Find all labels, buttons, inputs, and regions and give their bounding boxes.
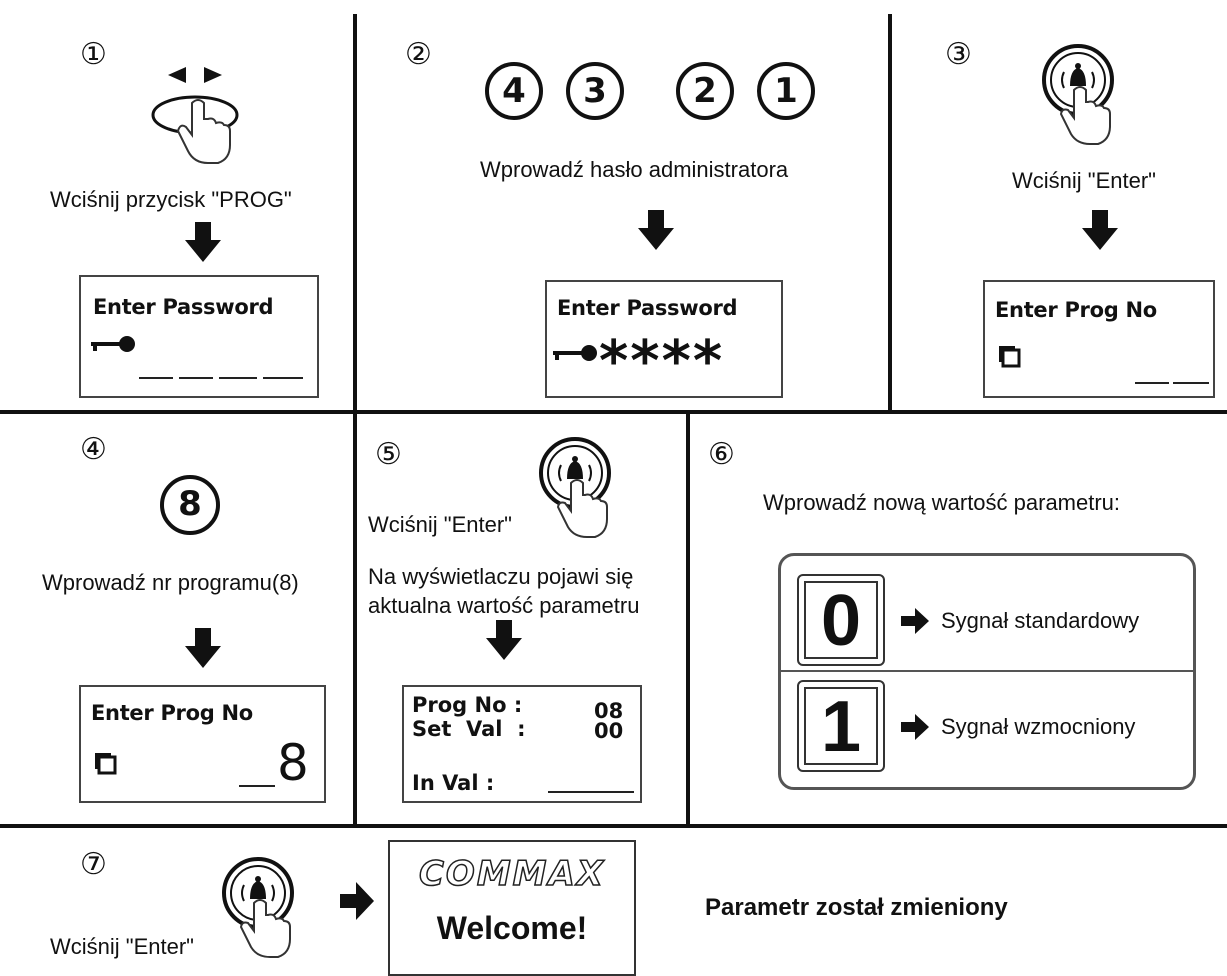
display-row-prog-label: Prog No : bbox=[412, 693, 523, 717]
step-7-caption: Wciśnij "Enter" bbox=[50, 934, 194, 959]
hand-press-icon bbox=[176, 99, 231, 164]
digit-key-1: 1 bbox=[757, 62, 815, 120]
step-5-caption-line1: Na wyświetlaczu pojawi się bbox=[368, 564, 634, 589]
display-title: Enter Prog No bbox=[995, 298, 1157, 322]
digit-key-8: 8 bbox=[160, 475, 220, 535]
step-1-press-graphic bbox=[151, 67, 239, 164]
key-icon bbox=[91, 336, 135, 352]
key-icon bbox=[553, 345, 597, 361]
option-0-label: Sygnał standardowy bbox=[941, 608, 1140, 633]
options-panel: 0 Sygnał standardowy 1 Sygnał wzmocniony bbox=[778, 553, 1196, 790]
step-5-caption: Wciśnij "Enter" bbox=[368, 512, 512, 537]
option-1-label: Sygnał wzmocniony bbox=[941, 714, 1136, 739]
bell-button-icon bbox=[1042, 44, 1114, 145]
step-6-caption: Wprowadź nową wartość parametru: bbox=[763, 490, 1121, 515]
display-row-setval-label: Set Val : bbox=[412, 717, 526, 741]
step-4-number: ④ bbox=[80, 432, 107, 467]
step-1-number: ① bbox=[80, 37, 107, 72]
digit-key-4: 4 bbox=[485, 62, 543, 120]
divider-v1 bbox=[353, 14, 357, 410]
step-3-display: Enter Prog No bbox=[983, 280, 1215, 398]
step-7-number: ⑦ bbox=[80, 847, 107, 882]
step-5-number: ⑤ bbox=[375, 437, 402, 472]
step-2-caption: Wprowadź hasło administratora bbox=[480, 157, 789, 182]
digit-key-2: 2 bbox=[676, 62, 734, 120]
divider-h2 bbox=[0, 824, 1227, 828]
display-title: Enter Password bbox=[93, 295, 274, 319]
display-row-inval-label: In Val : bbox=[412, 771, 495, 795]
step-2-display: Enter Password **** bbox=[545, 280, 783, 398]
arrow-right-icon bbox=[901, 608, 929, 634]
copy-icon bbox=[95, 753, 117, 775]
hand-press-icon bbox=[1059, 86, 1111, 145]
arrow-right-icon bbox=[340, 882, 374, 920]
option-key-1: 1 bbox=[797, 680, 885, 772]
divider-h1 bbox=[0, 410, 1227, 414]
step-1-display: Enter Password bbox=[79, 275, 319, 398]
step-1-caption: Wciśnij przycisk "PROG" bbox=[50, 187, 292, 212]
divider-v2 bbox=[888, 14, 892, 410]
digit-key-3: 3 bbox=[566, 62, 624, 120]
arrow-right-icon bbox=[901, 714, 929, 740]
divider-v3 bbox=[353, 414, 357, 824]
step-5-caption-line2: aktualna wartość parametru bbox=[368, 593, 640, 618]
welcome-text: Welcome! bbox=[436, 910, 588, 946]
display-title: Enter Password bbox=[557, 296, 738, 320]
password-mask: **** bbox=[599, 329, 725, 394]
step-3-caption: Wciśnij "Enter" bbox=[1012, 168, 1156, 193]
result-text: Parametr został zmieniony bbox=[705, 894, 1008, 921]
commax-logo: COMMAX bbox=[418, 853, 606, 895]
copy-icon bbox=[999, 346, 1021, 368]
step-2-number: ② bbox=[405, 37, 432, 72]
arrow-left-icon bbox=[168, 67, 186, 83]
step-4-display: Enter Prog No 8 bbox=[79, 685, 326, 803]
divider-v4 bbox=[686, 414, 690, 824]
step-3-number: ③ bbox=[945, 37, 972, 72]
hand-press-icon bbox=[556, 479, 608, 538]
option-key-0: 0 bbox=[797, 574, 885, 666]
display-title: Enter Prog No bbox=[91, 701, 253, 725]
step-4-caption: Wprowadź nr programu(8) bbox=[42, 570, 299, 595]
step-6-number: ⑥ bbox=[708, 437, 735, 472]
welcome-display: COMMAX Welcome! bbox=[388, 840, 636, 976]
hand-press-icon bbox=[239, 899, 291, 958]
program-number-value: 8 bbox=[277, 734, 309, 792]
options-divider bbox=[781, 670, 1193, 672]
bell-button-icon bbox=[539, 437, 611, 538]
display-row-setval-value: 00 bbox=[594, 719, 624, 743]
step-5-display: Prog No : 08 Set Val : 00 In Val : bbox=[402, 685, 642, 803]
display-row-prog-value: 08 bbox=[594, 699, 624, 723]
arrow-right-icon bbox=[204, 67, 222, 83]
bell-button-icon bbox=[222, 857, 294, 958]
